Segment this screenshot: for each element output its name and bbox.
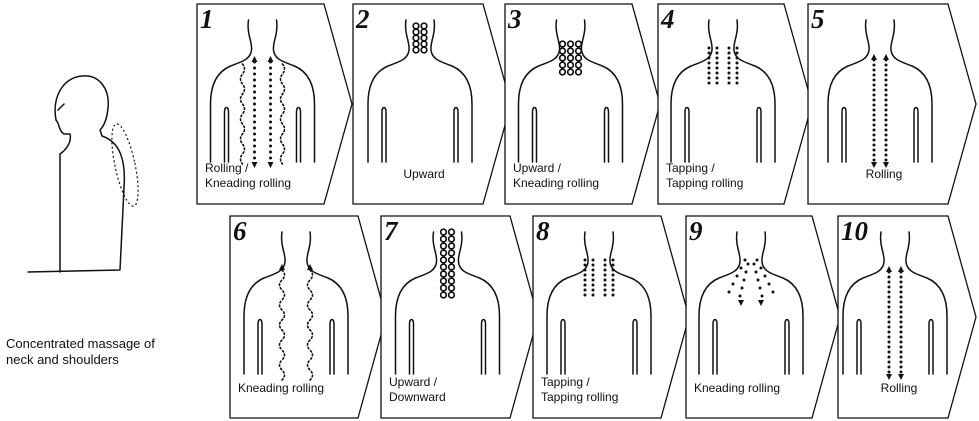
step-label-line: Kneading rolling — [205, 176, 291, 190]
step-label-line: Tapping rolling — [541, 390, 618, 404]
step-number: 8 — [536, 216, 550, 246]
step-label-line: Kneading rolling — [694, 381, 780, 395]
step-number: 2 — [355, 4, 370, 34]
step-label-line: Tapping rolling — [666, 176, 743, 190]
step-number: 3 — [507, 4, 522, 34]
side-caption-line-2: neck and shoulders — [6, 352, 119, 367]
step-number: 9 — [689, 216, 703, 246]
step-label-line: Upward / — [389, 375, 438, 389]
step-label-line: Tapping / — [666, 161, 715, 175]
step-label-line: Upward — [403, 167, 444, 181]
step-label-line: Downward — [389, 390, 446, 404]
step-label-line: Tapping / — [541, 375, 590, 389]
neck-shoulder-massage-zone — [106, 122, 143, 208]
step-label-line: Rolling — [866, 167, 903, 181]
side-caption-line-1: Concentrated massage of — [6, 336, 155, 351]
step-label-line: Kneading rolling — [238, 381, 324, 395]
step-number: 7 — [384, 216, 399, 246]
step-number: 5 — [811, 4, 825, 34]
step-label-line: Kneading rolling — [513, 176, 599, 190]
step-number: 4 — [660, 4, 675, 34]
seated-person-figure — [28, 76, 144, 272]
step-number: 10 — [841, 216, 869, 246]
step-number: 6 — [233, 216, 247, 246]
step-number: 1 — [200, 4, 214, 34]
step-label-line: Rolling / — [205, 161, 249, 175]
step-label-line: Rolling — [881, 381, 918, 395]
step-label-line: Upward / — [513, 161, 562, 175]
